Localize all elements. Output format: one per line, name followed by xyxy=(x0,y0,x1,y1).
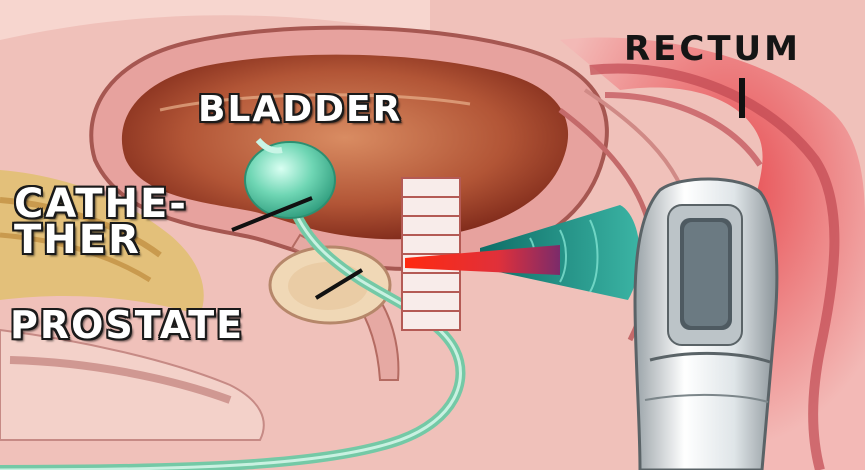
catheter-label-line2: THER xyxy=(14,220,141,260)
measurement-grid xyxy=(402,178,460,330)
prostate-label: PROSTATE xyxy=(10,306,244,344)
bladder-label: BLADDER xyxy=(198,92,402,128)
ultrasound-probe xyxy=(635,179,777,470)
rectum-label: RECTUM xyxy=(624,32,801,66)
